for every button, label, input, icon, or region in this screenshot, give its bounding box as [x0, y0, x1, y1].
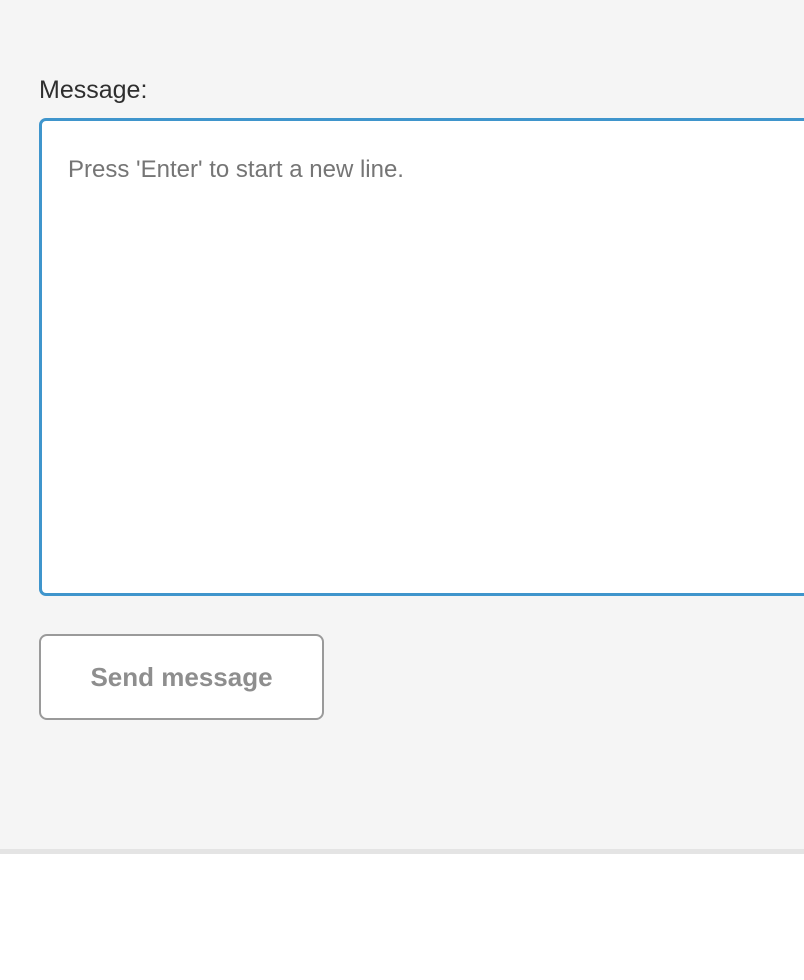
page-white-area [0, 854, 804, 980]
send-message-button[interactable]: Send message [39, 634, 324, 720]
panel-bottom-divider [0, 849, 804, 854]
message-input[interactable] [39, 118, 804, 596]
message-field-label: Message: [39, 76, 148, 104]
message-composer-panel: Message: Send message [39, 76, 804, 720]
message-textarea-container [39, 118, 804, 596]
